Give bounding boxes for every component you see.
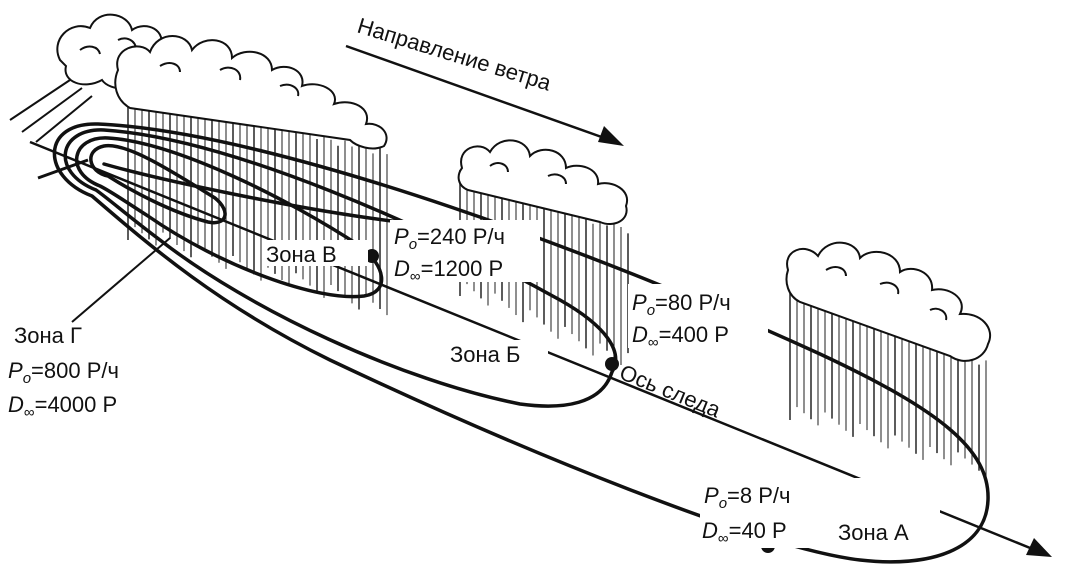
wind-direction: Направление ветра [345,13,624,146]
zone-b-d-value: =400 Р [659,322,729,347]
rain-cloud-3 [785,241,991,362]
zone-b-d-symbol: D [632,322,648,347]
wind-direction-label: Направление ветра [355,13,555,96]
trace-center-line [102,162,402,224]
zone-g-name: Зона Г [14,323,82,348]
zone-a-d: D∞=40 Р [702,518,787,547]
zone-a-d-sub: ∞ [718,530,729,547]
zone-a-d-value: =40 Р [729,518,787,543]
zone-v-d: D∞=1200 Р [394,256,503,285]
zone-g-p: Po=800 Р/ч [8,358,119,387]
zone-a-name: Зона А [838,520,909,545]
wind-arrow-head [598,126,624,146]
zone-a-p-symbol: P [704,483,719,508]
zone-g-leader [71,237,171,323]
zone-b-p: Po=80 Р/ч [632,290,731,319]
zone-g-p-value: =800 Р/ч [31,358,119,383]
zone-v-p-symbol: P [394,224,409,249]
zone-g-contour [89,143,227,225]
zone-v-d-value: =1200 Р [421,256,504,281]
zone-a-p-value: =8 Р/ч [727,483,790,508]
rain-cloud-2 [457,139,629,225]
zone-b-p-sub: o [647,302,655,319]
zone-v-name: Зона В [266,242,337,267]
zone-g-p-symbol: P [8,358,23,383]
zone-v-p: Po=240 Р/ч [394,224,505,253]
zone-g-p-sub: o [23,370,31,387]
zone-b-p-value: =80 Р/ч [655,290,731,315]
zone-b-marker [605,357,619,371]
zone-b-d-sub: ∞ [648,334,659,351]
zone-b-p-symbol: P [632,290,647,315]
zone-g-d-symbol: D [8,392,24,417]
zone-a-p: Po=8 Р/ч [704,483,790,512]
zone-a-contour [52,122,990,564]
zone-g-d-value: =4000 Р [35,392,118,417]
source-line [37,158,89,180]
zone-v-d-symbol: D [394,256,410,281]
zone-b-d: D∞=400 Р [632,322,729,351]
zone-v-contour [74,136,384,299]
zone-v-marker [365,249,379,263]
axis-label: Ось следа [616,359,725,422]
zone-g-d-sub: ∞ [24,404,35,421]
zone-g-d: D∞=4000 Р [8,392,117,421]
zone-v-p-value: =240 Р/ч [417,224,505,249]
zone-a-d-symbol: D [702,518,718,543]
wind-arrow [345,44,611,142]
zone-v-d-sub: ∞ [410,268,421,285]
rain-cloud-1 [114,35,388,150]
zone-b-name: Зона Б [450,342,520,367]
zone-a-p-sub: o [719,495,727,512]
zone-v-p-sub: o [409,236,417,253]
